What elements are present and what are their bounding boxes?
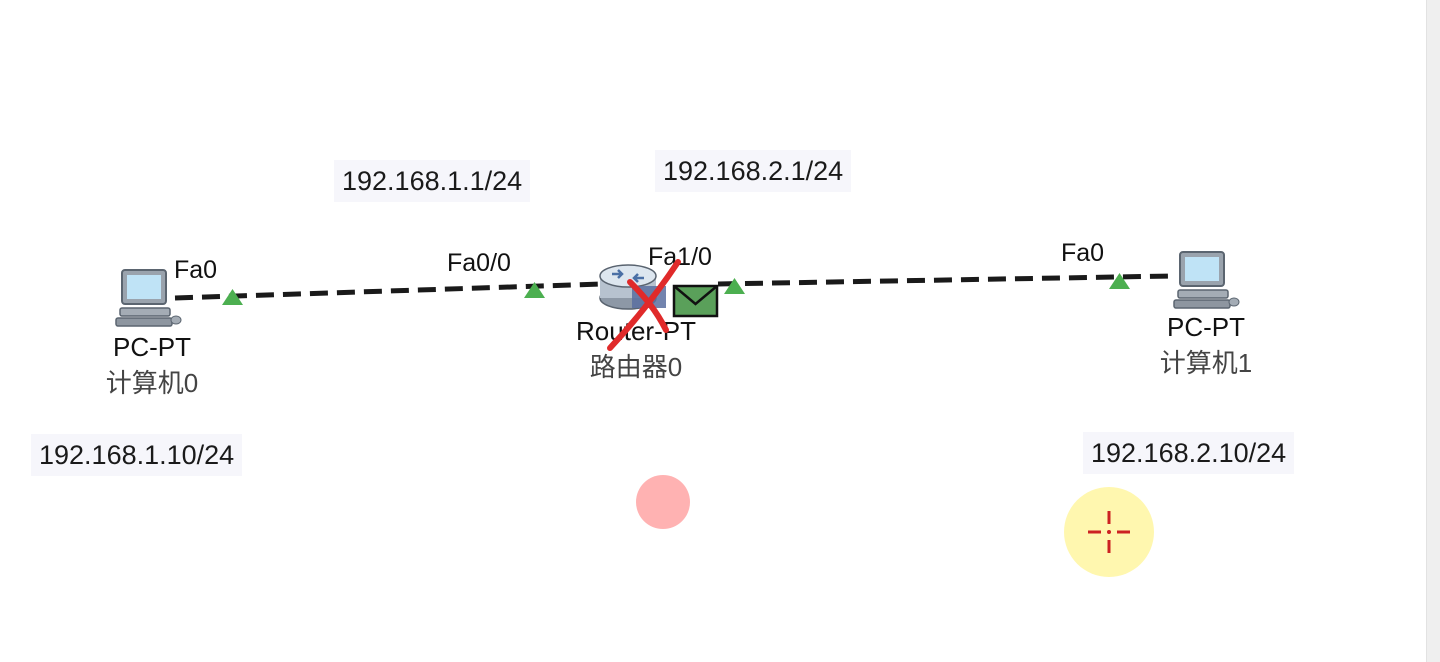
crosshair-icon [1088, 511, 1130, 553]
link-router0-pc1[interactable] [717, 273, 1173, 287]
pc0-type-label: PC-PT [113, 332, 191, 362]
note-router-fa00-ip[interactable]: 192.168.1.1/24 [334, 160, 531, 202]
port-indicator-pc1-fa0 [1109, 273, 1130, 289]
port-indicator-pc0-fa0 [222, 289, 243, 305]
note-pc0-ip[interactable]: 192.168.1.10/24 [31, 434, 243, 476]
port-label-pc0-fa0: Fa0 [174, 256, 218, 284]
pc0-device[interactable] [112, 268, 184, 330]
port-label-router0-fa00: Fa0/0 [447, 249, 511, 277]
note-pc1-ip[interactable]: 192.168.2.10/24 [1083, 432, 1295, 474]
pc-icon [1173, 251, 1240, 309]
red-x-icon [607, 259, 681, 351]
link-pc0-router0[interactable] [174, 281, 603, 301]
port-indicator-router0-fa00 [524, 282, 545, 298]
port-indicator-router0-fa10 [724, 278, 745, 294]
pc-icon [115, 269, 182, 327]
router0-name-label[interactable]: 路由器0 [589, 352, 683, 382]
port-label-router0-fa10: Fa1/0 [648, 243, 712, 271]
pc0-name-label[interactable]: 计算机0 [105, 368, 199, 398]
vertical-scrollbar[interactable] [1426, 0, 1440, 662]
pc1-type-label: PC-PT [1167, 312, 1245, 342]
port-label-pc1-fa0: Fa0 [1061, 239, 1105, 267]
envelope-icon[interactable] [672, 284, 720, 318]
click-marker [636, 475, 690, 529]
note-router-fa10-ip[interactable]: 192.168.2.1/24 [655, 150, 852, 192]
pc1-name-label[interactable]: 计算机1 [1159, 348, 1253, 378]
pc1-device[interactable] [1170, 250, 1242, 312]
